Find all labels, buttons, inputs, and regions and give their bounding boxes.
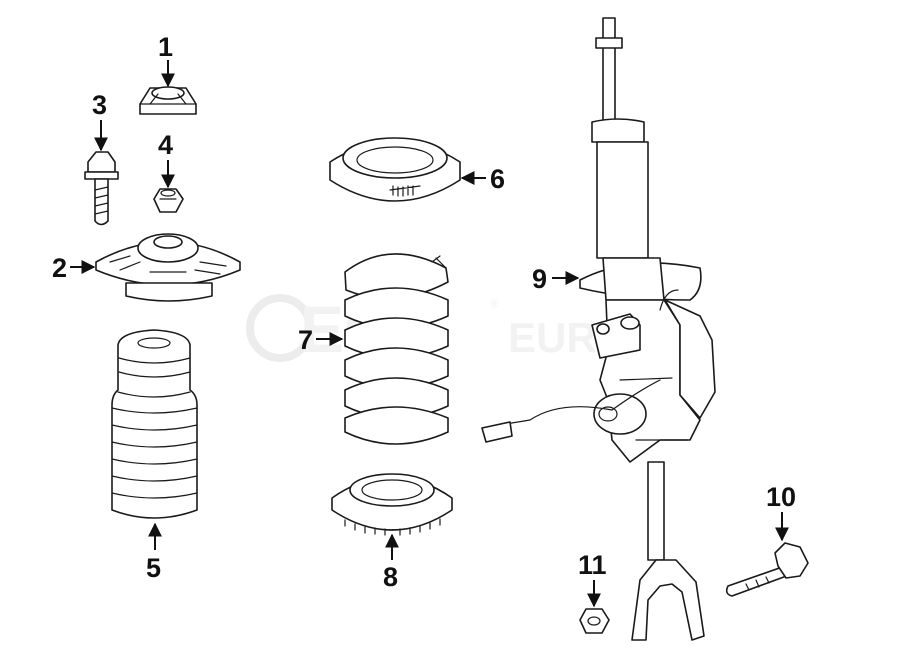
callout-5: 5: [146, 553, 161, 583]
callout-7: 7: [298, 325, 313, 355]
bolt-icon: [725, 542, 809, 597]
callout-6: 6: [490, 164, 505, 194]
callout-1: 1: [158, 32, 173, 62]
callout-11: 11: [578, 550, 607, 580]
watermark-registered: ®: [490, 297, 499, 311]
bump-stop-boot-icon: [111, 329, 198, 519]
callout-10: 10: [766, 482, 796, 512]
callout-8: 8: [383, 562, 398, 592]
lower-spring-seat-icon: [331, 473, 453, 536]
strut-assembly-icon: [481, 17, 716, 641]
callout-9: 9: [532, 264, 547, 294]
bolt-icon: [84, 151, 119, 226]
nut-icon: [579, 608, 610, 634]
callout-4: 4: [158, 130, 173, 160]
coil-spring-icon: [344, 253, 449, 445]
nut-icon: [153, 188, 184, 213]
strut-mount-icon: [95, 233, 241, 302]
upper-mount-bushing-icon: [139, 86, 197, 115]
callout-2: 2: [52, 253, 67, 283]
upper-spring-seat-icon: [329, 137, 461, 202]
callout-3: 3: [92, 90, 107, 120]
